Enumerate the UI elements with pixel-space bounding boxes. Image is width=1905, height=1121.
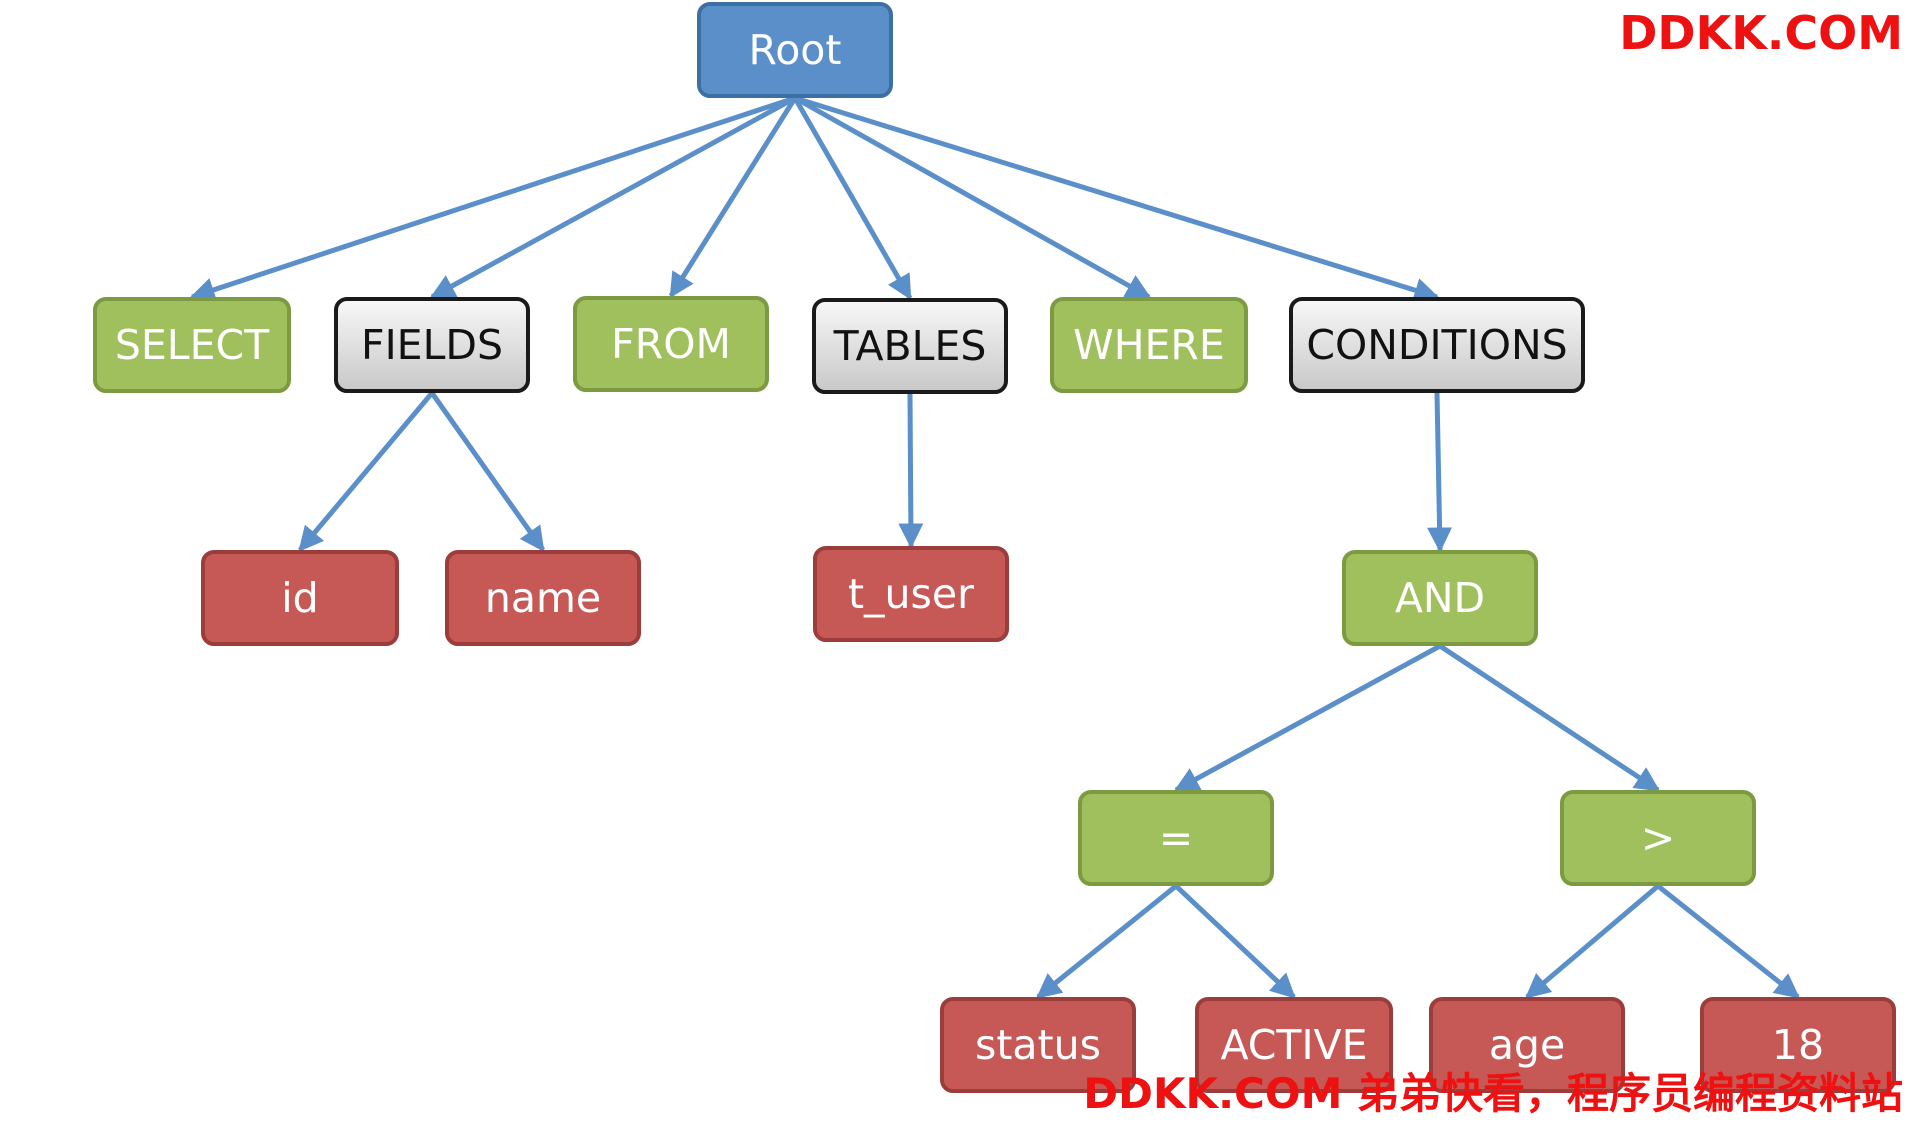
node-label: FIELDS xyxy=(360,321,504,369)
node-greater-than: > xyxy=(1560,790,1756,886)
node-active: ACTIVE xyxy=(1195,997,1393,1093)
edge-root-to-fields xyxy=(429,95,797,300)
node-select: SELECT xyxy=(93,297,291,393)
edge-root-to-tables xyxy=(792,96,913,301)
watermark-top: DDKK.COM xyxy=(1619,6,1903,60)
edge-eq-to-status xyxy=(1036,884,1178,999)
node-label: status xyxy=(975,1021,1101,1069)
edge-root-to-conditions xyxy=(794,95,1440,303)
edge-gt-to-age xyxy=(1525,884,1660,999)
node-label: AND xyxy=(1394,574,1486,622)
node-fields: FIELDS xyxy=(334,297,530,393)
node-label: = xyxy=(1158,814,1194,862)
node-label: WHERE xyxy=(1073,321,1225,369)
node-18: 18 xyxy=(1700,997,1896,1093)
node-label: Root xyxy=(748,26,842,74)
node-label: t_user xyxy=(847,570,974,618)
edge-and-to-gt xyxy=(1438,643,1661,793)
node-where: WHERE xyxy=(1050,297,1248,393)
edge-tables-to-t_user xyxy=(898,393,924,549)
node-label: id xyxy=(281,574,319,622)
edge-fields-to-name xyxy=(429,391,546,553)
node-id: id xyxy=(201,550,399,646)
node-status: status xyxy=(940,997,1136,1093)
node-label: age xyxy=(1488,1021,1566,1069)
edge-conditions-to-and xyxy=(1427,392,1453,553)
edge-fields-to-id xyxy=(298,391,434,552)
node-label: > xyxy=(1640,814,1676,862)
node-t-user: t_user xyxy=(813,546,1009,642)
node-label: CONDITIONS xyxy=(1306,321,1568,369)
node-conditions: CONDITIONS xyxy=(1289,297,1585,393)
node-label: SELECT xyxy=(114,321,270,369)
edge-eq-to-active xyxy=(1174,884,1296,999)
node-label: 18 xyxy=(1771,1021,1825,1069)
edge-and-to-eq xyxy=(1173,643,1442,793)
node-equals: = xyxy=(1078,790,1274,886)
node-label: FROM xyxy=(611,320,731,368)
node-age: age xyxy=(1429,997,1625,1093)
edge-root-to-from xyxy=(668,96,798,299)
node-label: ACTIVE xyxy=(1220,1021,1368,1069)
node-and: AND xyxy=(1342,550,1538,646)
node-label: name xyxy=(484,574,602,622)
node-from: FROM xyxy=(573,296,769,392)
edge-root-to-select xyxy=(189,95,796,302)
edge-root-to-where xyxy=(793,95,1152,300)
edge-gt-to-n18 xyxy=(1656,884,1800,999)
node-label: TABLES xyxy=(833,322,987,370)
node-root: Root xyxy=(697,2,893,98)
node-tables: TABLES xyxy=(812,298,1008,394)
node-name: name xyxy=(445,550,641,646)
watermark-bottom: DDKK.COM 弟弟快看，程序员编程资料站 xyxy=(1083,1069,1903,1118)
